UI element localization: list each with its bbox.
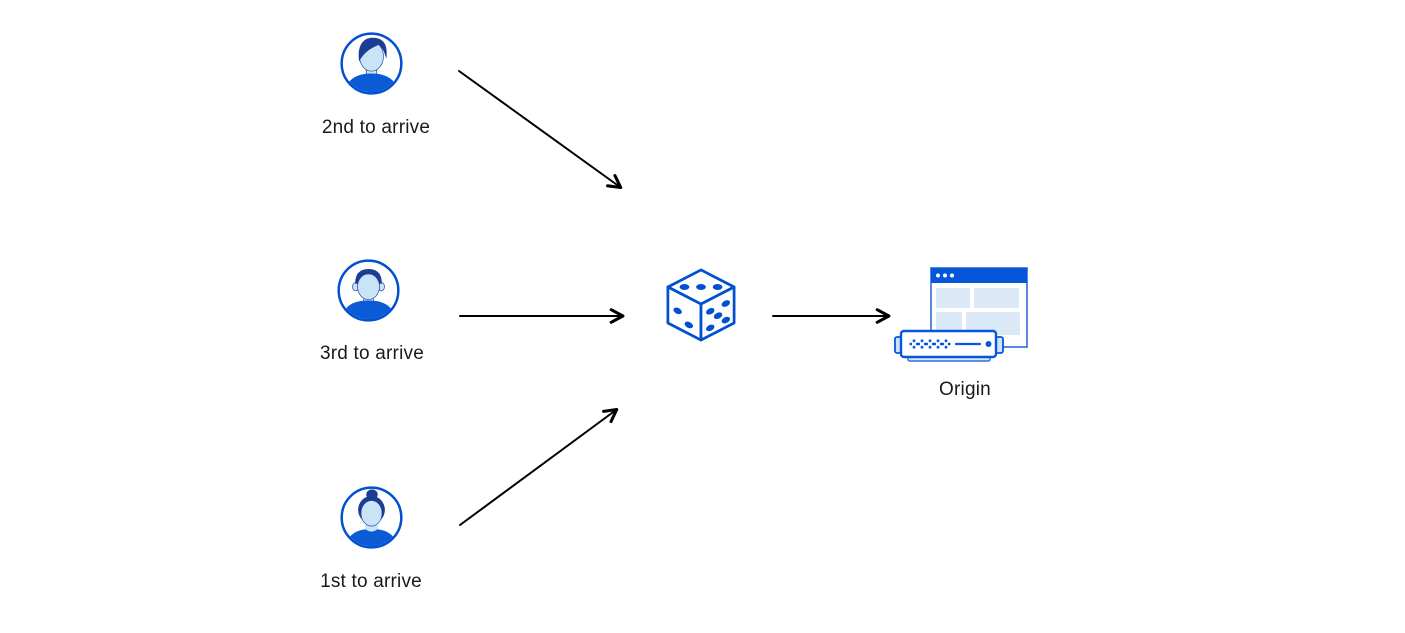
origin-label: Origin xyxy=(939,379,991,400)
visitor-first-label: 1st to arrive xyxy=(320,571,422,592)
female-avatar-icon xyxy=(340,486,403,549)
male-flattop-avatar-icon xyxy=(337,259,400,322)
dice-icon xyxy=(666,268,736,342)
origin-server-browser-icon xyxy=(894,267,1028,362)
visitor-third-node xyxy=(336,258,401,323)
male-avatar-icon xyxy=(340,32,403,95)
visitor-second-node xyxy=(339,31,404,96)
dice-node xyxy=(664,266,738,344)
visitor-second-label: 2nd to arrive xyxy=(321,117,431,138)
visitor-first-node xyxy=(339,485,404,550)
origin-node xyxy=(890,260,1030,368)
arrow-first-visitor-to-dice xyxy=(459,407,619,526)
visitor-third-label: 3rd to arrive xyxy=(320,343,424,364)
arrow-second-visitor-to-dice xyxy=(458,70,623,190)
